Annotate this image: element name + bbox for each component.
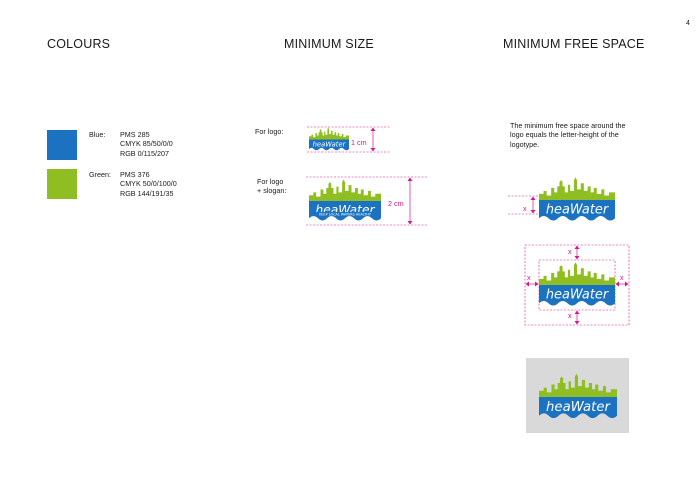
heading-minimum-size: MINIMUM SIZE bbox=[284, 37, 374, 51]
logo-slogan-diagram: KEEP LOCAL WATERS HEALTHY bbox=[306, 176, 428, 226]
blue-cmyk: CMYK 85/50/0/0 bbox=[120, 139, 173, 149]
green-rgb: RGB 144/191/35 bbox=[120, 188, 174, 198]
blue-label: Blue: bbox=[89, 130, 106, 139]
blue-specs: PMS 285 CMYK 85/50/0/0 RGB 0/115/207 bbox=[120, 130, 173, 158]
min-size-slogan-label-line2: + slogan: bbox=[257, 186, 287, 196]
free-space-description-line1: The minimum free space around the bbox=[510, 121, 626, 130]
free-space-description: The minimum free space around the logo e… bbox=[510, 121, 625, 149]
blue-pms: PMS 285 bbox=[120, 130, 150, 139]
page-number: 4 bbox=[686, 20, 690, 27]
free-space-description-line3: logotype. bbox=[510, 139, 540, 149]
slogan-size-label: 2 cm bbox=[388, 199, 404, 208]
min-size-slogan-label-line1: For logo bbox=[257, 177, 284, 186]
blue-rgb: RGB 0/115/207 bbox=[120, 148, 170, 158]
green-cmyk: CMYK 50/0/100/0 bbox=[120, 179, 177, 189]
free-space-description-line2: logo equals the letter-height of the bbox=[510, 130, 619, 140]
green-swatch bbox=[47, 169, 77, 199]
logo-size-label: 1 cm bbox=[351, 138, 367, 147]
x-mark-left-1: x bbox=[523, 204, 527, 213]
clearance-diagram bbox=[524, 244, 630, 326]
logo-small-diagram bbox=[307, 126, 390, 153]
min-size-logo-label: For logo: bbox=[255, 127, 284, 136]
x-mark-left-2: x bbox=[527, 273, 531, 282]
green-pms: PMS 376 bbox=[120, 170, 150, 179]
x-mark-top: x bbox=[568, 247, 572, 256]
x-mark-bottom: x bbox=[568, 311, 572, 320]
blue-swatch bbox=[47, 130, 77, 160]
logo-slogan-text: KEEP LOCAL WATERS HEALTHY bbox=[319, 212, 372, 216]
clearance-logo bbox=[539, 262, 615, 306]
heading-minimum-free-space: MINIMUM FREE SPACE bbox=[503, 37, 645, 51]
min-size-slogan-label: For logo + slogan: bbox=[257, 177, 286, 196]
free-space-logo-diagram bbox=[508, 177, 615, 221]
logo-small bbox=[309, 127, 349, 151]
green-label: Green: bbox=[89, 170, 111, 179]
grey-background-logo bbox=[539, 373, 617, 419]
x-mark-right: x bbox=[620, 273, 624, 282]
free-space-logo bbox=[539, 177, 615, 221]
heading-colours: COLOURS bbox=[47, 37, 111, 51]
green-specs: PMS 376 CMYK 50/0/100/0 RGB 144/191/35 bbox=[120, 170, 177, 198]
